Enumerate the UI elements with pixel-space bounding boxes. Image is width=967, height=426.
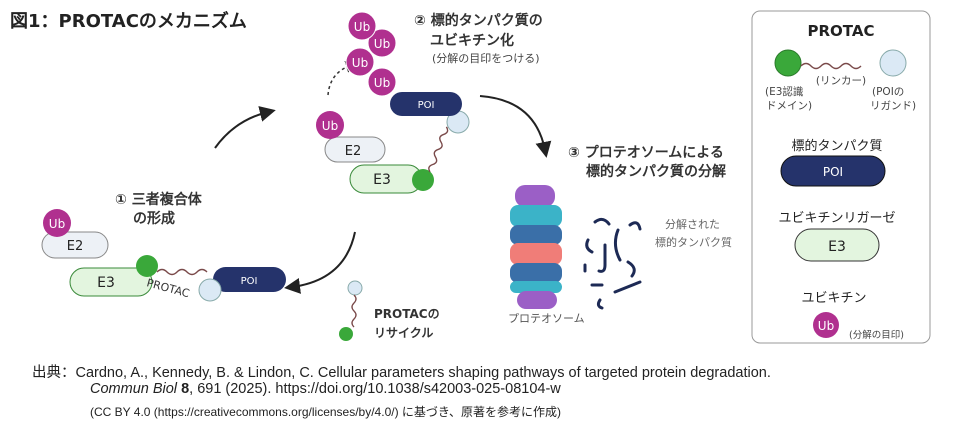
degraded-label: 標的タンパク質 xyxy=(655,235,732,249)
citation-volume: 8 xyxy=(181,381,190,397)
figure-title: 図1：PROTACのメカニズム xyxy=(10,10,247,32)
citation-journal: Commun Biol xyxy=(90,381,178,397)
citation-authors-title: Cardno, A., Kennedy, B. & Lindon, C. Cel… xyxy=(75,365,771,381)
e2-label: E2 xyxy=(67,239,84,254)
legend-poi-ligand: (POIの xyxy=(872,86,904,98)
step1-text: の形成 xyxy=(133,210,175,227)
step3-text: ③ プロテオソームによる xyxy=(568,145,724,161)
linker xyxy=(156,268,208,276)
step2-note: (分解の目印をつける) xyxy=(432,51,540,65)
step2-text: ユビキチン化 xyxy=(430,32,514,49)
citation-license: (CC BY 4.0 (https://creativecommons.org/… xyxy=(90,405,562,419)
ubiquitinated-complex: E2 Ub E3 POI Ub Ub Ub Ub xyxy=(316,11,470,194)
recycle-label: PROTACの xyxy=(374,307,440,321)
legend-e3-domain: (E3認識 xyxy=(765,85,804,98)
e3-label: E3 xyxy=(97,275,115,291)
poi-label: POI xyxy=(418,100,435,111)
poi-ligand xyxy=(198,278,222,302)
proteasome-label: プロテオソーム xyxy=(508,312,585,325)
ub-label: Ub xyxy=(374,76,390,90)
ub-label: Ub xyxy=(352,56,368,70)
legend-poi-ligand: リガンド) xyxy=(870,100,916,112)
recycled-protac xyxy=(339,280,363,341)
poi-label: POI xyxy=(241,276,258,287)
legend-target-protein: 標的タンパク質 xyxy=(791,138,882,154)
legend-linker: (リンカー) xyxy=(816,75,866,87)
citation-prefix: 出典： xyxy=(32,365,76,381)
legend-e3: E3 xyxy=(828,239,846,255)
ub-label: Ub xyxy=(374,37,390,51)
legend-e3-domain: ドメイン) xyxy=(766,100,812,112)
legend-poi: POI xyxy=(823,165,843,179)
proteasome xyxy=(510,185,562,309)
protac-label: PROTAC xyxy=(145,276,191,300)
legend-ligase: ユビキチンリガーゼ xyxy=(778,211,895,226)
ubiquitin xyxy=(43,209,71,237)
e2-label: E2 xyxy=(345,144,362,159)
degraded-fragments xyxy=(583,217,642,310)
citation-line-1: 出典：Cardno, A., Kennedy, B. & Lindon, C. … xyxy=(32,361,771,382)
step2-text: ② 標的タンパク質の xyxy=(414,12,543,29)
arrow-icon xyxy=(284,231,356,294)
degraded-label: 分解された xyxy=(665,217,720,231)
citation-rest[interactable]: , 691 (2025). https://doi.org/10.1038/s4… xyxy=(189,381,561,397)
legend-ub-note: (分解の目印) xyxy=(849,329,904,341)
e3-domain xyxy=(136,255,158,277)
step1-text: ① 三者複合体 xyxy=(115,191,203,208)
legend-title: PROTAC xyxy=(808,22,875,40)
legend-ubiquitin: ユビキチン xyxy=(801,291,866,306)
ub-label: Ub xyxy=(49,217,65,231)
legend-ub: Ub xyxy=(818,319,834,333)
arrow-icon xyxy=(479,95,552,158)
legend-panel: PROTAC (リンカー) (E3認識 ドメイン) (POIの リガンド) 標的… xyxy=(751,10,931,344)
ub-label: Ub xyxy=(354,20,370,34)
recycle-label: リサイクル xyxy=(374,326,433,340)
step3-text: 標的タンパク質の分解 xyxy=(586,163,726,180)
citation-line-2: Commun Biol 8, 691 (2025). https://doi.o… xyxy=(90,381,561,397)
arrow-icon xyxy=(214,106,276,149)
ub-label: Ub xyxy=(322,119,338,133)
e3-label: E3 xyxy=(373,172,391,188)
